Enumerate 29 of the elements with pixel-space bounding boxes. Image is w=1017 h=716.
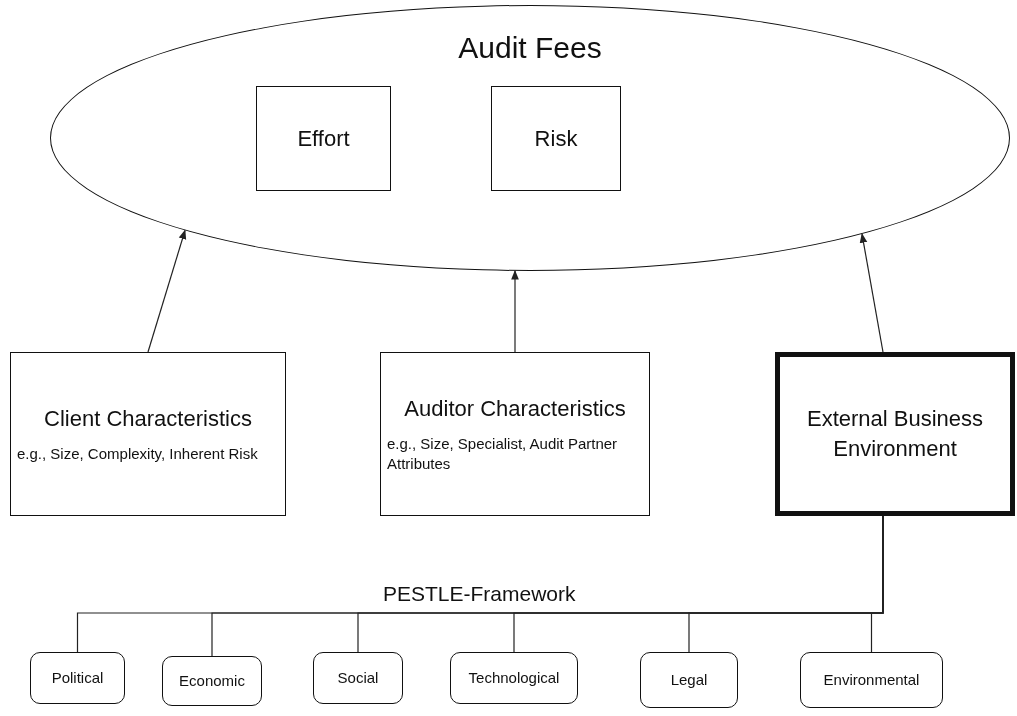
rounded-box	[313, 652, 403, 704]
process-box	[380, 352, 650, 516]
arrow	[859, 233, 884, 353]
node-heading: Legal	[670, 669, 708, 690]
node-description: e.g., Size, Specialist, Audit Partner Attributes	[387, 433, 619, 474]
rounded-box	[450, 652, 578, 704]
arrow	[147, 229, 187, 353]
rounded-box	[30, 652, 125, 704]
rounded-box	[640, 652, 738, 708]
node-heading: Risk	[534, 124, 578, 153]
node-heading: Political	[51, 667, 104, 688]
node-heading: Audit Fees	[458, 30, 602, 66]
process-box	[491, 86, 621, 191]
node-heading: Auditor Characteristics	[403, 394, 627, 423]
node-heading: Effort	[297, 124, 350, 153]
node-heading: Social	[337, 667, 379, 688]
node-heading: Client Characteristics	[43, 405, 253, 434]
process-box	[256, 86, 391, 191]
node-heading: Economic	[179, 670, 245, 691]
node-heading: External Business Environment	[805, 405, 985, 463]
rounded-box	[162, 656, 262, 706]
node-description: e.g., Size, Complexity, Inherent Risk	[17, 443, 259, 464]
process-box	[775, 352, 1015, 516]
node-heading: Environmental	[823, 669, 920, 690]
process-box	[10, 352, 286, 516]
arrow	[511, 270, 519, 353]
connector-line	[870, 515, 884, 653]
rounded-box	[800, 652, 943, 708]
node-heading: Technological	[468, 667, 560, 688]
